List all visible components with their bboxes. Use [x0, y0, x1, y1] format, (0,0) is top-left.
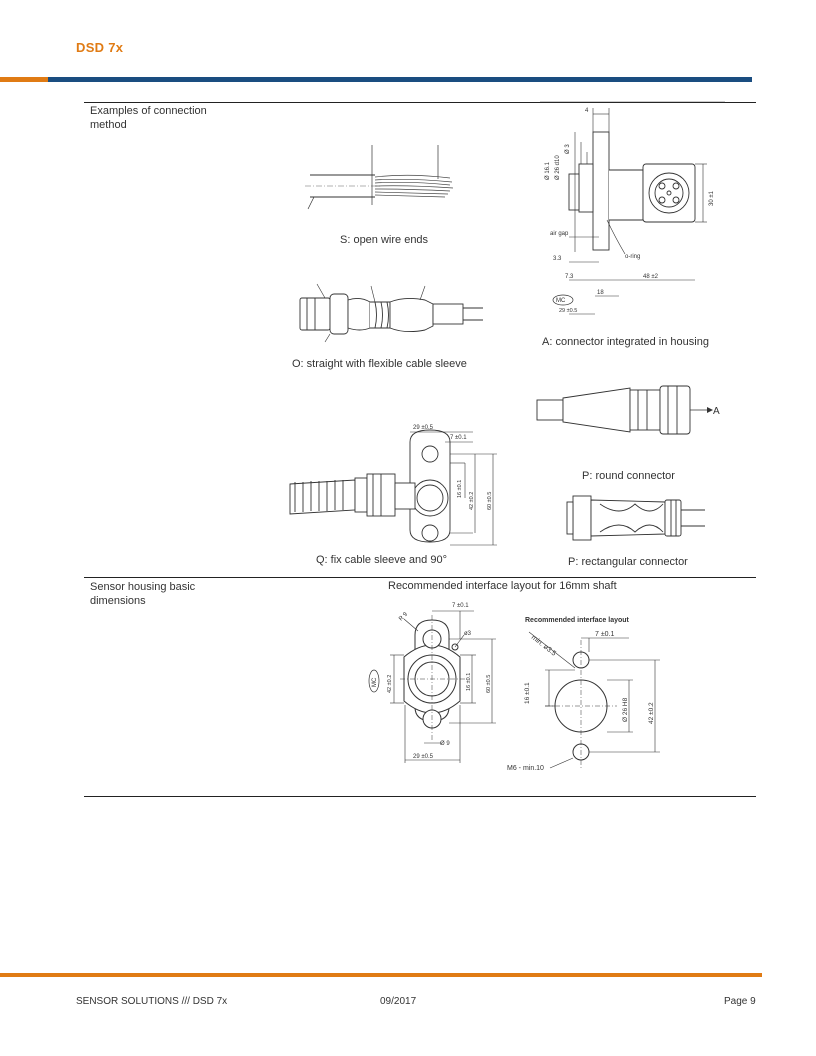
- integrated-dim-26d10: Ø 26 d10: [555, 155, 561, 180]
- integrated-dim-4: 4: [585, 108, 589, 114]
- housing-dim-16: 16 ±0.1: [466, 673, 472, 691]
- rec-min-35: min. ø3.5: [530, 634, 557, 658]
- housing-dim-phi3: ø3: [464, 631, 472, 637]
- caption-fix-sleeve: Q: fix cable sleeve and 90°: [316, 554, 447, 566]
- document-title: DSD 7x: [76, 40, 124, 55]
- footer-document-name: SENSOR SOLUTIONS /// DSD 7x: [76, 996, 228, 1007]
- integrated-dim-30: 30 ±1: [709, 190, 715, 206]
- section-label-connection: Examples of connection method: [90, 105, 207, 131]
- section-label-housing: Sensor housing basic dimensions: [90, 581, 196, 607]
- caption-recommended-layout: Recommended interface layout for 16mm sh…: [388, 580, 617, 592]
- housing-dim-42: 42 ±0.2: [387, 675, 393, 693]
- integrated-dim-48: 48 ±2: [643, 274, 659, 280]
- footer-bar: [0, 973, 762, 977]
- integrated-dim-29: 29 ±0.5: [559, 308, 577, 314]
- rec-dim-42: 42 ±0.2: [648, 702, 655, 724]
- housing-mc: MC: [372, 677, 378, 687]
- table-top-rule: [84, 102, 756, 103]
- housing-dimensions-drawing: 7 ±0.1 R 9 ø3 16 ±0.1 60 ±0.5 42 ±0.2 MC…: [368, 603, 496, 763]
- integrated-air-gap: air gap: [550, 231, 569, 237]
- integrated-o-ring: o-ring: [625, 254, 640, 260]
- fix-sleeve-dim-29: 29 ±0.5: [413, 425, 434, 431]
- header-accent-bar: [0, 77, 48, 82]
- integrated-dim-3-3: 3.3: [553, 256, 562, 262]
- housing-dim-phi9: Ø 9: [440, 741, 450, 747]
- rec-layout-title: Recommended interface layout: [525, 617, 630, 624]
- table-middle-rule: [84, 577, 756, 578]
- round-connector-drawing: A: [536, 385, 720, 435]
- caption-open-wire: S: open wire ends: [340, 234, 429, 246]
- footer-page-number: Page 9: [724, 996, 756, 1007]
- rec-dim-7: 7 ±0.1: [595, 631, 615, 638]
- caption-round: P: round connector: [582, 470, 675, 482]
- fix-sleeve-dim-16: 16 ±0.1: [457, 480, 463, 498]
- caption-integrated: A: connector integrated in housing: [542, 336, 709, 348]
- caption-rectangular: P: rectangular connector: [568, 556, 688, 568]
- integrated-mc: MC: [556, 298, 566, 304]
- rec-dim-16: 16 ±0.1: [524, 682, 531, 704]
- footer-date: 09/2017: [380, 996, 417, 1007]
- fix-sleeve-dim-42: 42 ±0.2: [469, 492, 475, 510]
- integrated-dim-7-3: 7.3: [565, 274, 574, 280]
- integrated-connector-drawing: 4 Ø 16.1 Ø 26 d10 Ø 3 air gap o-ring 3.3…: [540, 101, 725, 315]
- housing-dim-60: 60 ±0.5: [486, 675, 492, 693]
- housing-dim-29: 29 ±0.5: [413, 754, 434, 760]
- integrated-dim-18: 18: [597, 290, 604, 296]
- header-bar: [48, 77, 752, 82]
- caption-flexible-sleeve: O: straight with flexible cable sleeve: [292, 358, 467, 370]
- open-wire-drawing: [305, 145, 454, 210]
- flexible-sleeve-drawing: [299, 283, 483, 343]
- round-connector-label-a: A: [713, 406, 720, 417]
- fix-sleeve-dim-60: 60 ±0.5: [487, 492, 493, 510]
- recommended-interface-drawing: Recommended interface layout 7 ±0.1 min.…: [507, 617, 660, 772]
- housing-dim-7: 7 ±0.1: [452, 603, 469, 609]
- rec-dim-26h8: Ø 26 H8: [622, 697, 629, 722]
- fix-sleeve-dim-7: 7 ±0.1: [450, 435, 467, 441]
- rectangular-connector-drawing: [566, 495, 705, 541]
- rec-m6: M6 - min.10: [507, 765, 544, 772]
- housing-dim-r9: R 9: [398, 611, 409, 622]
- table-bottom-rule: [84, 796, 756, 797]
- integrated-dim-3: Ø 3: [565, 144, 571, 154]
- integrated-dim-16-1: Ø 16.1: [545, 161, 551, 180]
- fix-sleeve-drawing: 29 ±0.5 7 ±0.1 16 ±0.1 42 ±0.2 60 ±0.5: [289, 425, 497, 546]
